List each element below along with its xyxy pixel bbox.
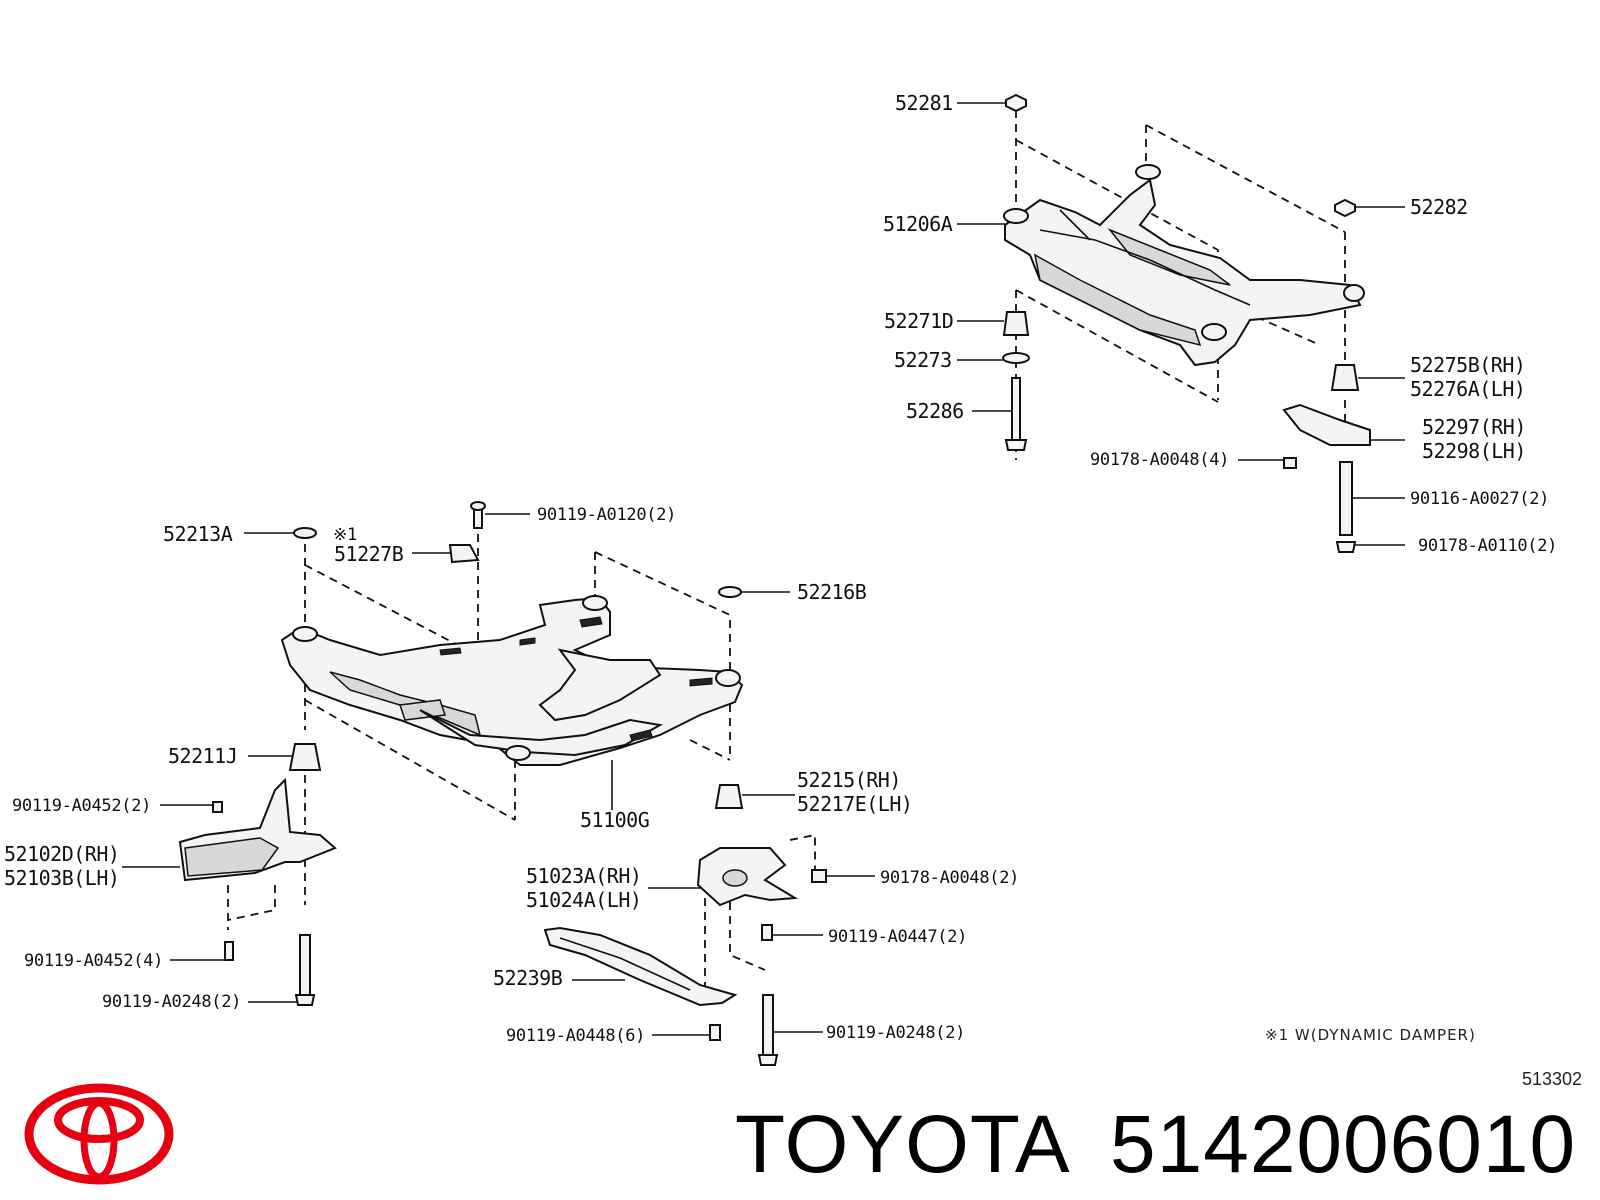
- label-90119-A0447-2: 90119-A0447(2): [828, 927, 968, 947]
- label-52103B-lh: 52103B(LH): [4, 866, 120, 890]
- label-52102D-rh: 52102D(RH): [4, 842, 120, 866]
- label-90119-A0452-2: 90119-A0452(2): [12, 796, 152, 816]
- label-52213A: 52213A: [163, 522, 233, 546]
- label-51206A: 51206A: [883, 212, 953, 236]
- label-90116-A0027-2: 90116-A0027(2): [1410, 489, 1550, 509]
- label-note-mark: ※1: [333, 525, 357, 545]
- label-90178-A0048-4: 90178-A0048(4): [1090, 450, 1230, 470]
- label-52216B: 52216B: [797, 580, 867, 604]
- label-90119-A0452-4: 90119-A0452(4): [24, 951, 164, 971]
- diagram-code: 513302: [1522, 1069, 1583, 1089]
- label-52282: 52282: [1410, 195, 1468, 219]
- label-52275B-rh: 52275B(RH): [1410, 353, 1526, 377]
- footnote: ※1 W(DYNAMIC DAMPER): [1265, 1026, 1476, 1044]
- label-52273: 52273: [894, 348, 952, 372]
- label-52276A-lh: 52276A(LH): [1410, 377, 1526, 401]
- label-52281: 52281: [895, 91, 953, 115]
- label-52211J: 52211J: [168, 744, 238, 768]
- label-51227B: 51227B: [334, 542, 404, 566]
- label-52286: 52286: [906, 399, 964, 423]
- label-52297-rh: 52297(RH): [1422, 415, 1526, 439]
- label-90119-A0120-2: 90119-A0120(2): [537, 505, 677, 525]
- brand-name: TOYOTA: [735, 1099, 1071, 1190]
- front-subframe-drawing: [122, 501, 875, 1066]
- label-51024A-lh: 51024A(LH): [526, 888, 642, 912]
- label-51023A-rh: 51023A(RH): [526, 864, 642, 888]
- label-52271D: 52271D: [884, 309, 954, 333]
- label-90178-A0110-2: 90178-A0110(2): [1418, 536, 1558, 556]
- part-number: 5142006010: [1110, 1099, 1577, 1190]
- label-52215-rh: 52215(RH): [797, 768, 901, 792]
- label-52217E-lh: 52217E(LH): [797, 792, 913, 816]
- label-90119-A0448-6: 90119-A0448(6): [506, 1026, 646, 1046]
- label-90178-A0048-2: 90178-A0048(2): [880, 868, 1020, 888]
- label-52239B: 52239B: [493, 966, 563, 990]
- label-52298-lh: 52298(LH): [1422, 439, 1526, 463]
- toyota-logo-icon: [24, 1083, 174, 1185]
- label-90119-A0248-2-right: 90119-A0248(2): [826, 1023, 966, 1043]
- rear-subframe-drawing: [957, 93, 1405, 553]
- label-51100G: 51100G: [580, 808, 650, 832]
- label-90119-A0248-2-left: 90119-A0248(2): [102, 992, 242, 1012]
